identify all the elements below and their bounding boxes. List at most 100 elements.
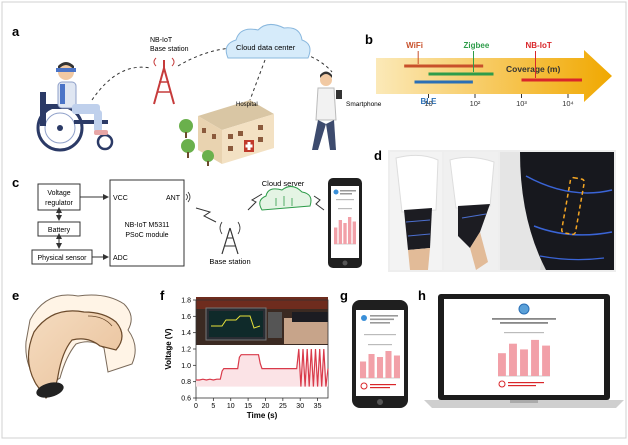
- y-tick-label: 0.6: [181, 396, 191, 403]
- phone-g-chart-bar: [393, 355, 400, 378]
- x-tick-label: 35: [314, 403, 322, 410]
- coverage-arrow: [376, 50, 612, 102]
- x-tick-label: 20: [262, 403, 270, 410]
- laptop-chart-bar: [542, 345, 550, 376]
- battery-label: Battery: [48, 227, 71, 234]
- x-tick-label: 0: [194, 403, 198, 410]
- hospital-label: Hospital: [236, 102, 258, 108]
- physical-sensor-label: Physical sensor: [37, 255, 87, 262]
- wireless-link-icon-3: [313, 195, 325, 211]
- module-name-line1: NB-IoT M5311: [125, 222, 170, 229]
- arm-illustration: [27, 310, 123, 399]
- y-tick-label: 1.8: [181, 298, 191, 305]
- x-tick-label: 5: [211, 403, 215, 410]
- base-station-label-line1: NB-IoT: [150, 37, 173, 44]
- voltage-regulator-line2: regulator: [45, 200, 73, 207]
- panel-g: [352, 300, 408, 408]
- photo-arm-sleeve-2: [444, 152, 498, 270]
- hospital-illustration: [198, 100, 274, 164]
- nb-iot-tower-illustration: [153, 57, 175, 105]
- cloud-data-center-label: Cloud data center: [236, 43, 296, 52]
- y-tick-label: 0.8: [181, 379, 191, 386]
- link-wheelchair-tower: [91, 66, 151, 101]
- coverage-bar-wifi: [404, 64, 484, 68]
- voltage-area-fill: [196, 349, 328, 387]
- cloud-server-label: Cloud server: [262, 179, 305, 188]
- phone-c-chart-bar: [338, 220, 343, 244]
- module-name-line2: PSoC module: [125, 232, 168, 239]
- nb-iot-module-box: [109, 179, 185, 267]
- panel-c: Voltage regulator Battery Physical senso…: [31, 178, 362, 268]
- photo-arm-sleeve-1: [390, 152, 442, 270]
- coverage-bar-zigbee: [428, 72, 494, 76]
- y-tick-label: 1.6: [181, 314, 191, 321]
- tree-illustrations: [179, 119, 214, 166]
- base-station-label-line2: Base station: [150, 46, 189, 53]
- base-station-label: Base station: [209, 257, 250, 266]
- coverage-tick-label: 10³: [516, 99, 527, 108]
- panel-label-c: c: [12, 175, 19, 190]
- photo-sleeve-closeup: [500, 152, 614, 270]
- wireless-link-icon-2: [247, 193, 263, 211]
- x-tick-label: 10: [227, 403, 235, 410]
- coverage-tick-label: 10²: [470, 99, 481, 108]
- x-axis-label: Time (s): [247, 411, 278, 420]
- sensor-highlight-box: [560, 176, 586, 236]
- y-tick-label: 1.4: [181, 330, 191, 337]
- x-tick-label: 25: [279, 403, 287, 410]
- phone-g-chart-bar: [376, 357, 384, 378]
- panel-label-d: d: [374, 148, 382, 163]
- link-cloud-hospital: [249, 59, 266, 101]
- phone-g-bar-chart: [360, 351, 400, 379]
- panel-label-f: f: [160, 288, 165, 303]
- coverage-label-nb-iot: NB-IoT: [526, 41, 552, 50]
- phone-c-chart-bar: [334, 227, 338, 244]
- coverage-label-ble: BLE: [421, 97, 438, 106]
- x-tick-label: 30: [296, 403, 304, 410]
- laptop-bar-chart: [498, 339, 550, 377]
- module-antenna-signal-icon: [185, 191, 191, 203]
- phone-c-bar-chart: [334, 217, 356, 245]
- smartphone-label: Smartphone: [346, 101, 382, 108]
- coverage-label-zigbee: Zigbee: [464, 41, 490, 50]
- base-station-tower-icon: [219, 221, 241, 255]
- coverage-tick-label: 10⁴: [562, 99, 574, 108]
- panel-e: [25, 294, 136, 399]
- laptop-base: [424, 400, 624, 408]
- adc-label: ADC: [113, 255, 128, 262]
- phone-c-chart-bar: [352, 221, 356, 244]
- phone-c-chart-bar: [343, 223, 347, 244]
- coverage-ticks: 10 10² 10³ 10⁴: [424, 94, 574, 108]
- panel-label-h: h: [418, 288, 426, 303]
- panel-a: NB-IoT Base station Cloud data center Ho…: [36, 24, 382, 166]
- ant-label: ANT: [166, 195, 181, 202]
- phone-c: [328, 178, 362, 268]
- voltage-series-line: [196, 348, 329, 387]
- y-axis-label: Voltage (V): [164, 328, 173, 370]
- laptop-chart-bar: [509, 343, 517, 376]
- phone-g-chart-bar: [368, 354, 375, 378]
- laptop-chart-bar: [531, 339, 539, 376]
- phone-g-chart-bar: [360, 361, 367, 378]
- phone-g-chart-bar: [385, 351, 392, 378]
- panel-d: [388, 150, 616, 272]
- panel-label-a: a: [12, 24, 20, 39]
- vcc-label: VCC: [113, 195, 128, 202]
- coverage-bar-ble: [414, 80, 473, 84]
- coverage-tick-label: 10: [424, 99, 432, 108]
- x-tick-label: 15: [244, 403, 252, 410]
- phone-c-chart-bar: [347, 217, 352, 244]
- panel-label-g: g: [340, 288, 348, 303]
- voltage-regulator-line1: Voltage: [47, 190, 70, 197]
- wheelchair-illustration: [36, 62, 114, 152]
- person-smartphone-illustration: [312, 71, 342, 150]
- panel-label-e: e: [12, 288, 19, 303]
- laptop-chart-bar: [520, 349, 528, 376]
- coverage-bar-nb-iot: [521, 78, 582, 82]
- y-tick-label: 1.2: [181, 347, 191, 354]
